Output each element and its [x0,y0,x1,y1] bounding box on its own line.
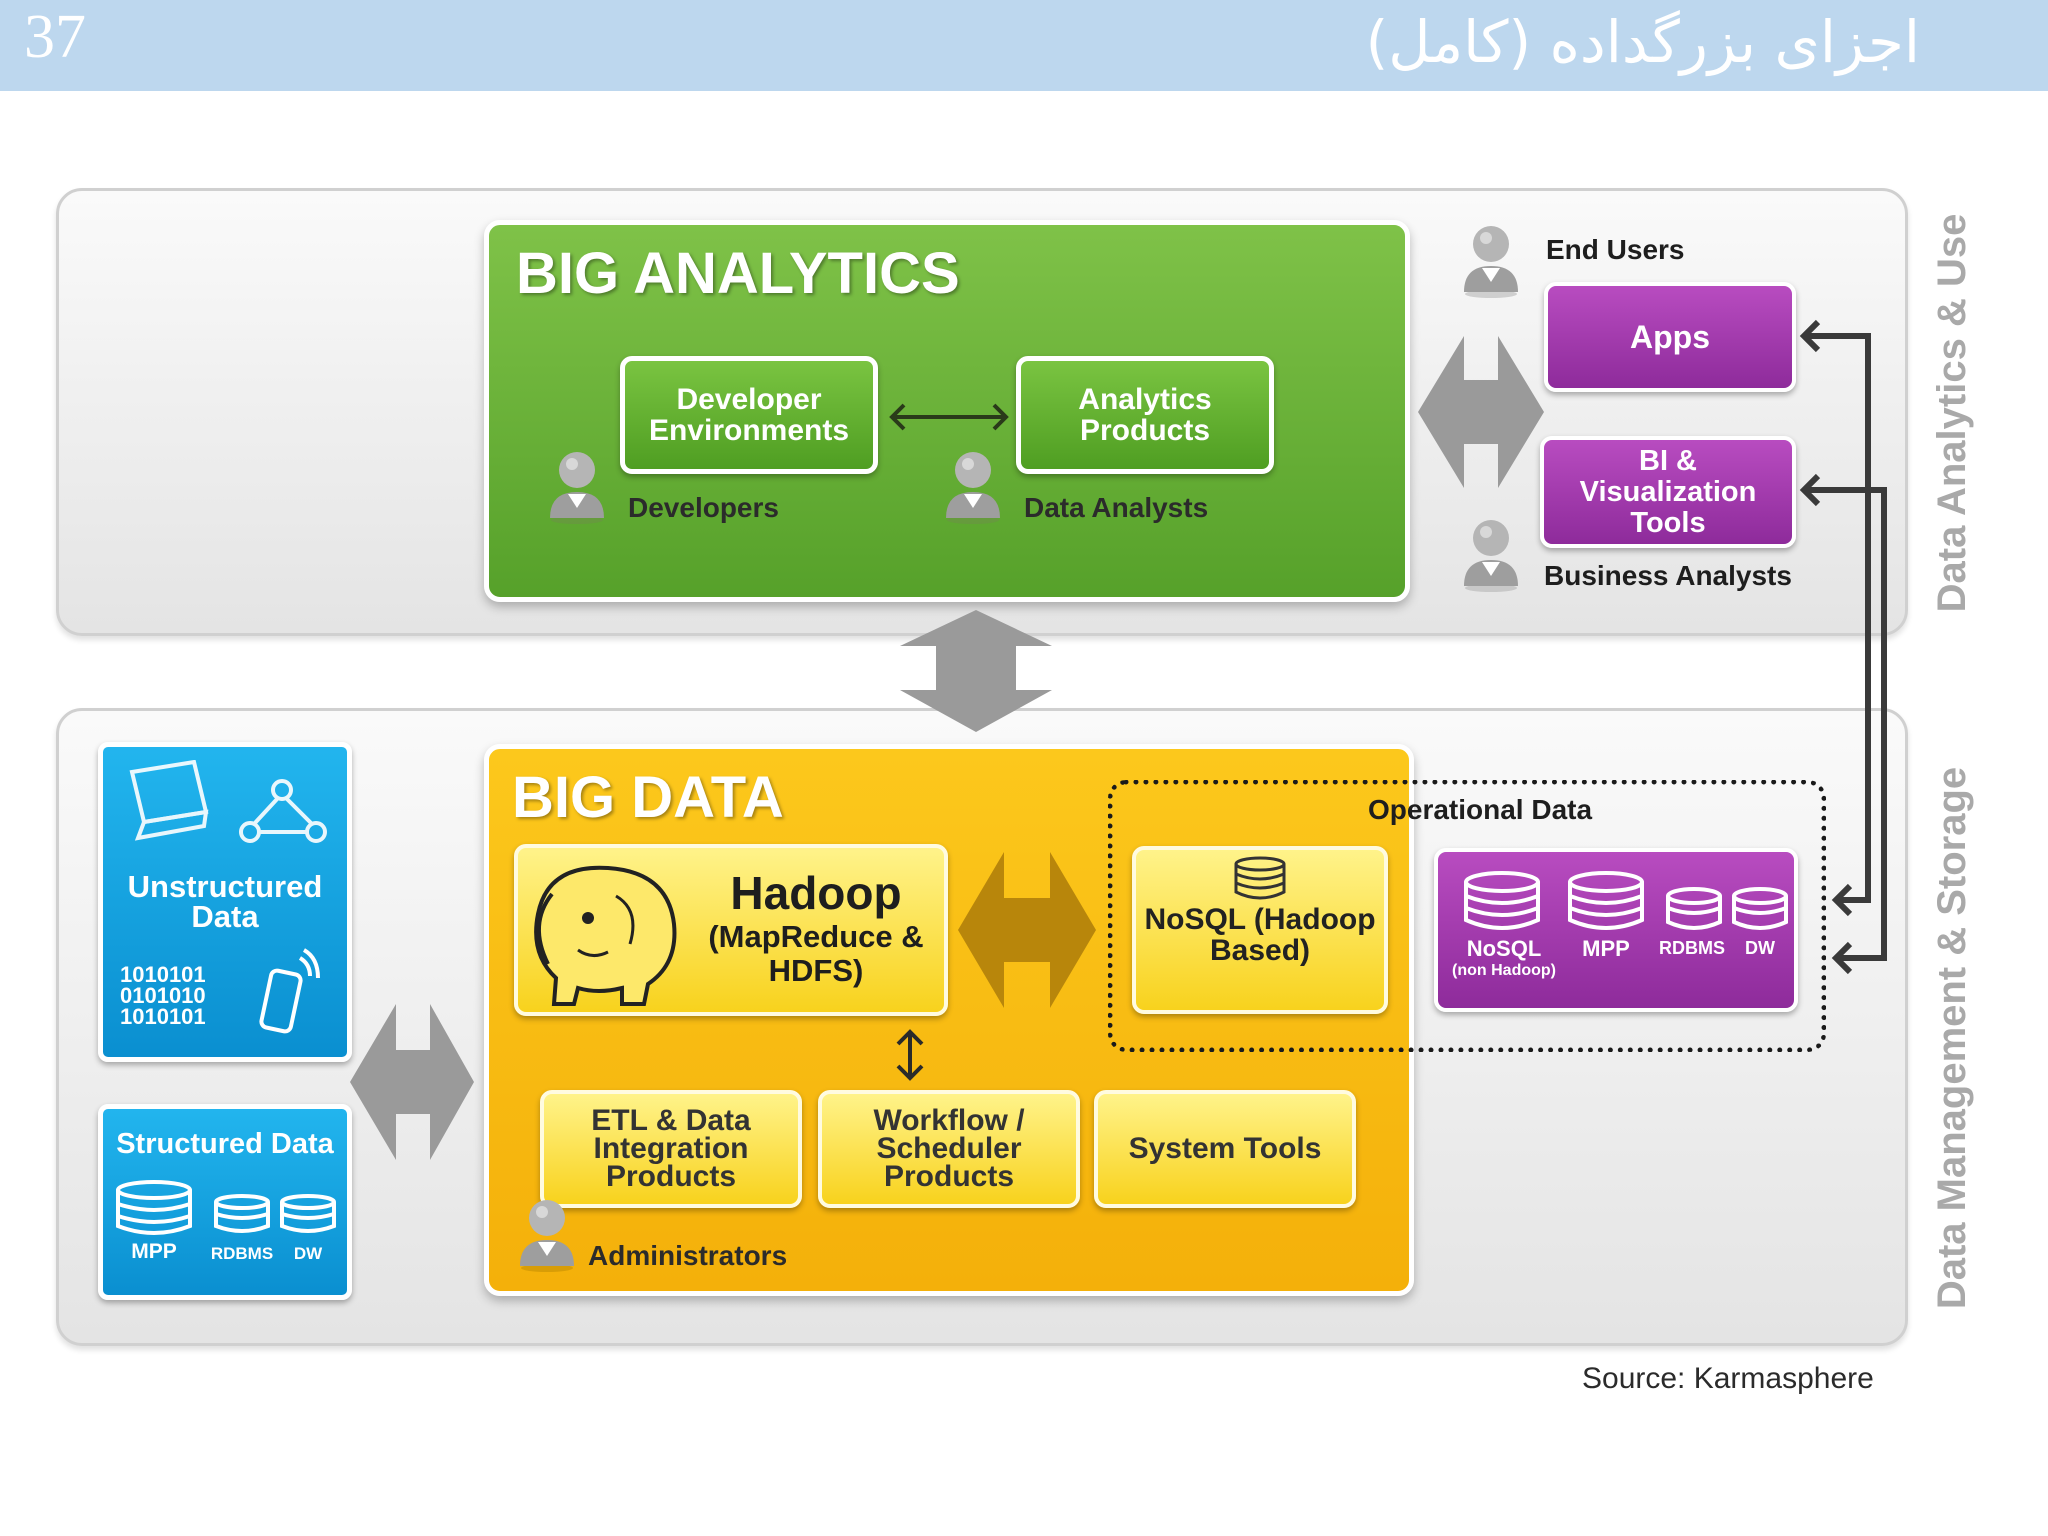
struct-mpp-label: MPP [131,1240,177,1263]
big-data-title: BIG DATA [512,765,784,830]
end-user-person-icon [1464,226,1518,298]
analytics-bigdata-arrow [900,610,1052,732]
developer-environments-box: Developer Environments [620,356,878,474]
source-credit: Source: Karmasphere [1582,1362,1874,1395]
operational-data-region [1108,780,1826,1052]
operational-to-bi-connector [1799,473,1887,975]
structured-data-box [98,1104,352,1300]
administrator-person-icon [520,1200,574,1272]
struct-rdbms-label: RDBMS [210,1244,274,1263]
hadoop-elephant-icon [534,865,677,1006]
apps-box: Apps [1544,282,1796,392]
structured-data-label: Structured Data [116,1128,334,1160]
slide-title: اجزای بزرگداده (کامل) [1365,8,1920,76]
workflow-box: Workflow / Scheduler Products [818,1090,1080,1208]
big-analytics-title: BIG ANALYTICS [516,241,960,306]
op-dw-label: DW [1745,938,1775,958]
operational-to-apps-connector [1799,319,1871,917]
hadoop-nosql-arrow [958,852,1096,1008]
op-mpp-label: MPP [1582,936,1630,961]
hadoop-title: Hadoop [730,867,902,919]
nosql-hadoop-label: NoSQL (Hadoop Based) [1144,903,1376,967]
business-analysts-label: Business Analysts [1544,560,1792,591]
database-icon [1234,856,1286,900]
op-rdbms-label: RDBMS [1659,938,1725,958]
business-analyst-person-icon [1464,520,1518,592]
nosql-hadoop-box [1132,846,1388,1014]
developer-person-icon [550,452,604,524]
dev-analytics-arrow [889,403,1009,431]
data-analyst-person-icon [946,452,1000,524]
binary-line-3: 1010101 [120,1004,206,1029]
analytics-enduser-arrow [1418,336,1544,488]
end-users-label: End Users [1546,234,1685,265]
op-nosql-label: NoSQL [1466,936,1542,961]
op-non-hadoop-label: (non Hadoop) [1452,962,1556,979]
binary-line-1: 1010101 [120,962,206,987]
system-tools-box: System Tools [1094,1090,1356,1208]
structured-database-icons [116,1180,336,1235]
mobile-phone-icon [259,948,320,1034]
operational-database-icons [1464,871,1788,930]
etl-box: ETL & Data Integration Products [540,1090,802,1208]
analytics-products-box: Analytics Products [1016,356,1274,474]
sources-bigdata-arrow [350,1004,474,1160]
hadoop-tools-arrow [896,1029,924,1081]
operational-data-title: Operational Data [1368,794,1593,825]
bi-visualization-tools-box: BI & Visualization Tools [1540,436,1796,548]
slide-header: 37 اجزای بزرگداده (کامل) [0,0,2048,91]
unstructured-data-box [98,742,352,1062]
administrators-label: Administrators [588,1240,788,1271]
struct-dw-label: DW [293,1244,323,1263]
slide-number: 37 [24,3,86,71]
binary-line-2: 0101010 [120,983,206,1008]
developers-label: Developers [628,492,779,523]
laptop-network-icons [129,760,327,843]
hadoop-subtitle: (MapReduce & HDFS) [708,919,924,988]
unstructured-data-label: Unstructured Data [127,869,323,934]
data-analysts-label: Data Analysts [1024,492,1209,523]
